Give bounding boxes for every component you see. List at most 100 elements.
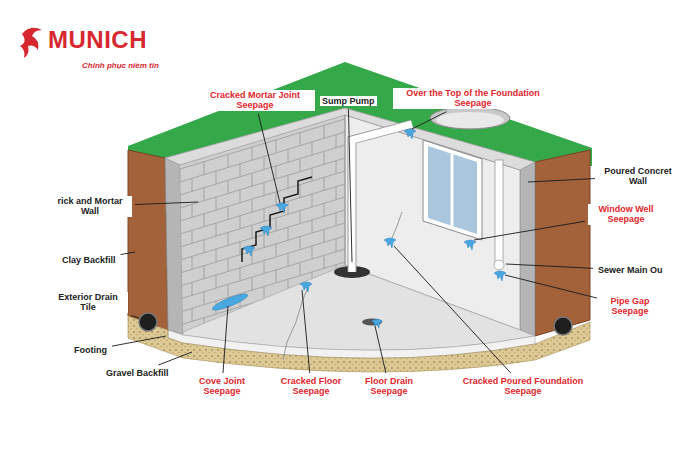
label-holder: Sump Pump [320, 90, 377, 108]
brick-joint [240, 190, 241, 203]
clay-backfill-left [128, 150, 168, 330]
seepage-label: Window Well Seepage [588, 204, 664, 225]
brick-joint [252, 199, 253, 212]
brick-joint [192, 360, 193, 373]
label-holder: MUNICH [46, 26, 149, 54]
leader-line [412, 112, 446, 129]
floor-slab [183, 265, 535, 350]
brick-joint [192, 308, 193, 321]
brick-joint [192, 256, 193, 269]
seepage-label: Cracked Poured Foundation Seepage [452, 376, 594, 397]
seepage-drip [243, 246, 255, 256]
seepage-label: Over the Top of the Foundation Seepage [393, 88, 553, 109]
part-label: rick and Mortar Wall [48, 196, 132, 217]
leader-line [474, 221, 585, 240]
brick-joint [264, 157, 265, 170]
gravel-backfill [128, 316, 590, 372]
brick-joint [240, 268, 241, 281]
brick-course [170, 169, 350, 224]
brick-course [170, 182, 350, 237]
seepage-drip [464, 240, 476, 250]
sewer-pipe [495, 160, 503, 262]
brick-joint [300, 185, 301, 198]
part-label: Gravel Backfill [104, 368, 171, 378]
label-holder: Cove Joint Seepage [190, 376, 254, 397]
brick-joint [192, 282, 193, 295]
brick-joint [288, 201, 289, 214]
window-mullion [451, 154, 454, 226]
brick-joint [216, 249, 217, 262]
brick-joint [312, 246, 313, 259]
seepage-drips [243, 129, 506, 328]
brick-joint [240, 216, 241, 229]
brick-joint [276, 244, 277, 257]
leader-line [131, 316, 139, 318]
label-holder: Clay Backfill [60, 249, 118, 267]
leader-line [528, 179, 595, 182]
brick-joint [288, 227, 289, 240]
leader-line [348, 109, 352, 262]
brick-joint [276, 166, 277, 179]
brick-joint [300, 159, 301, 172]
seepage-drip [260, 226, 272, 236]
brick-joint [216, 171, 217, 184]
brick-joint [336, 213, 337, 226]
brick-joint [216, 223, 217, 236]
brick-joint [276, 270, 277, 283]
brick-joint [264, 235, 265, 248]
seepage-streak [211, 291, 249, 313]
brick-joint [204, 266, 205, 279]
sewer-fitting [494, 260, 504, 270]
brick-joint [180, 169, 181, 182]
brick-joint [312, 142, 313, 155]
brick-joint [276, 192, 277, 205]
brick-joint [192, 230, 193, 243]
brick-joint [300, 237, 301, 250]
brick-joint [264, 261, 265, 274]
brick-joint [252, 147, 253, 160]
label-holder: Chinh phục niềm tin [80, 54, 161, 72]
leader-line [505, 275, 597, 298]
brick-course [170, 156, 350, 211]
brick-joint [324, 229, 325, 242]
leader-line [158, 352, 192, 365]
brick-joint [336, 161, 337, 174]
window-glass [428, 146, 477, 234]
sump-pipe-outline [352, 124, 412, 272]
brick-joint [216, 275, 217, 288]
part-label: Sump Pump [320, 96, 377, 106]
brick-joint [264, 209, 265, 222]
leader-line [394, 246, 511, 373]
leader-line [506, 264, 593, 268]
brick-joint [336, 135, 337, 148]
brick-joint [324, 125, 325, 138]
logo-slogan: Chinh phục niềm tin [80, 61, 161, 70]
brick-joint [180, 195, 181, 208]
clay-backfill-right [535, 150, 590, 336]
part-label: Poured Concret Wall [598, 166, 678, 187]
label-holder: Exterior Drain Tile [48, 292, 128, 313]
brick-joint [180, 273, 181, 286]
leader-line [223, 306, 228, 373]
brick-joint [252, 277, 253, 290]
seepage-label: Cracked Floor Seepage [272, 376, 350, 397]
brick-joint [180, 299, 181, 312]
brick-joint [336, 187, 337, 200]
floor-crack [283, 282, 310, 360]
brick-joint [324, 177, 325, 190]
brick-joint [324, 151, 325, 164]
part-label: Clay Backfill [60, 255, 118, 265]
label-holder: Sewer Main Ou [596, 259, 665, 277]
brick-joint [324, 255, 325, 268]
brick-joint [228, 232, 229, 245]
brick-joint [300, 133, 301, 146]
brick-course [170, 208, 350, 263]
brick-joint [228, 206, 229, 219]
part-label: Sewer Main Ou [596, 265, 665, 275]
brick-joint [228, 154, 229, 167]
seepage-label: Cove Joint Seepage [190, 376, 254, 397]
brick-joint [300, 263, 301, 276]
seepage-drip [276, 203, 288, 213]
